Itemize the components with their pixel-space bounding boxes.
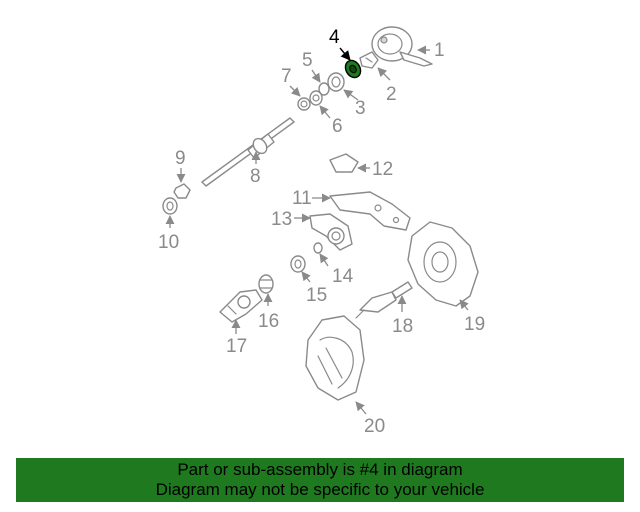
part-13-bracket [309,213,353,251]
callout-7: 7 [281,66,292,87]
part-10-washer [162,197,178,215]
part-7-nut [297,97,311,111]
part-20-cover [305,315,365,401]
callout-13: 13 [271,209,292,230]
banner-line-part-number: Part or sub-assembly is #4 in diagram [177,460,463,479]
callout-8: 8 [250,166,261,187]
info-banner: Part or sub-assembly is #4 in diagram Di… [16,458,624,502]
leader-14 [319,253,329,267]
exploded-parts-diagram: 1 2 3 4 5 6 7 8 9 10 11 12 13 14 15 16 1… [158,26,485,437]
leader-4 [339,47,351,61]
callout-11: 11 [292,188,312,209]
part-5-washer [318,82,330,96]
part-2-clip [359,51,379,69]
part-4-bearing-highlighted [344,59,362,79]
callout-12: 12 [372,159,393,180]
part-8-shaft [201,117,295,187]
part-16-bushing [258,274,274,294]
callout-17: 17 [226,336,247,357]
leader-15 [301,271,311,283]
callout-5: 5 [302,50,313,71]
leader-6 [319,105,331,119]
leader-19 [459,299,469,311]
callout-15: 15 [306,285,327,306]
callout-18: 18 [392,316,413,337]
part-12-plate [329,153,359,173]
callout-2: 2 [386,84,397,105]
banner-line-disclaimer: Diagram may not be specific to your vehi… [155,480,485,499]
callout-16: 16 [258,311,279,332]
leader-20 [355,401,367,415]
part-18-actuator [355,281,413,319]
leader-2 [377,67,391,81]
callout-6: 6 [332,116,343,137]
callout-9: 9 [175,148,186,169]
leader-3 [343,89,359,101]
callout-1: 1 [434,40,445,61]
part-15-nut [290,255,306,273]
part-19-backing-plate [407,221,479,307]
part-9-nut [173,183,191,199]
callout-4: 4 [329,27,340,48]
callout-19: 19 [464,314,485,335]
part-1-housing [371,26,433,67]
leader-7 [289,85,301,97]
part-6-ring [309,90,323,106]
part-11-bracket [329,191,411,231]
callout-20: 20 [364,416,385,437]
callout-14: 14 [332,266,354,287]
callout-10: 10 [158,232,179,253]
part-17-u-joint [219,289,263,323]
part-3-bushing [327,72,345,92]
callout-3: 3 [355,98,366,119]
part-14-washer [313,242,323,254]
leader-5 [311,69,321,83]
